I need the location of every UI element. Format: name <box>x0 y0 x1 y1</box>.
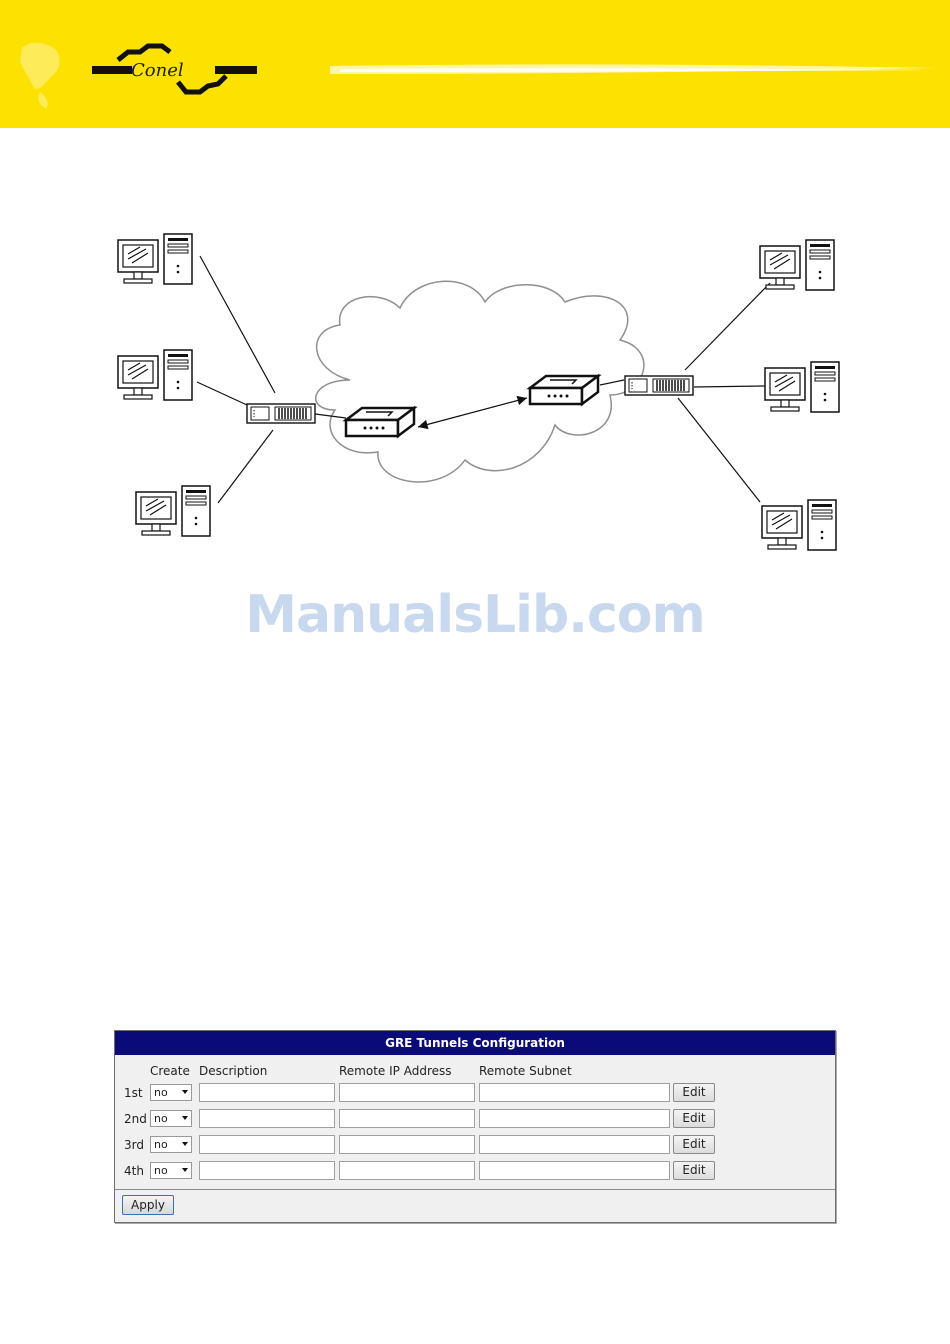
column-header-remote-ip: Remote IP Address <box>339 1064 452 1078</box>
column-header-create: Create <box>150 1064 190 1078</box>
create-select-2[interactable]: no <box>150 1110 192 1127</box>
create-value-4: no <box>154 1164 168 1177</box>
speed-line-graphic <box>330 64 935 74</box>
right-computer-3 <box>762 500 836 550</box>
conel-logo: Conel <box>92 46 257 92</box>
remote-subnet-input-4[interactable] <box>479 1161 670 1180</box>
dropdown-arrow-icon <box>182 1168 188 1172</box>
create-select-1[interactable]: no <box>150 1084 192 1101</box>
left-computer-2 <box>118 350 192 400</box>
world-map-graphic <box>20 43 59 108</box>
remote-ip-input-1[interactable] <box>339 1083 475 1102</box>
header-band: Conel <box>0 0 950 128</box>
description-input-2[interactable] <box>199 1109 335 1128</box>
right-switch <box>625 376 693 395</box>
remote-ip-input-4[interactable] <box>339 1161 475 1180</box>
dropdown-arrow-icon <box>182 1116 188 1120</box>
left-computer-3 <box>136 486 210 536</box>
description-input-1[interactable] <box>199 1083 335 1102</box>
dropdown-arrow-icon <box>182 1142 188 1146</box>
remote-ip-input-2[interactable] <box>339 1109 475 1128</box>
left-router <box>346 408 414 436</box>
left-computer-1 <box>118 234 192 284</box>
watermark: ManualsLib.com <box>0 585 950 645</box>
edit-button-1[interactable]: Edit <box>673 1083 715 1102</box>
panel-divider <box>115 1189 835 1190</box>
remote-ip-input-3[interactable] <box>339 1135 475 1154</box>
description-input-3[interactable] <box>199 1135 335 1154</box>
edit-button-4[interactable]: Edit <box>673 1161 715 1180</box>
description-input-4[interactable] <box>199 1161 335 1180</box>
right-computer-1 <box>760 240 834 290</box>
apply-button[interactable]: Apply <box>122 1195 174 1215</box>
remote-subnet-input-2[interactable] <box>479 1109 670 1128</box>
create-select-4[interactable]: no <box>150 1162 192 1179</box>
right-router <box>530 376 598 404</box>
column-header-description: Description <box>199 1064 267 1078</box>
create-value-2: no <box>154 1112 168 1125</box>
gre-config-panel: GRE Tunnels Configuration Create Descrip… <box>114 1030 836 1223</box>
header-graphics: Conel <box>0 0 950 128</box>
create-value-1: no <box>154 1086 168 1099</box>
remote-subnet-input-3[interactable] <box>479 1135 670 1154</box>
edit-button-2[interactable]: Edit <box>673 1109 715 1128</box>
gre-network-diagram <box>100 220 850 560</box>
remote-subnet-input-1[interactable] <box>479 1083 670 1102</box>
left-switch <box>247 404 315 423</box>
edit-button-3[interactable]: Edit <box>673 1135 715 1154</box>
dropdown-arrow-icon <box>182 1090 188 1094</box>
panel-title: GRE Tunnels Configuration <box>115 1031 835 1055</box>
create-value-3: no <box>154 1138 168 1151</box>
column-header-remote-subnet: Remote Subnet <box>479 1064 572 1078</box>
right-computer-2 <box>765 362 839 412</box>
logo-wordmark: Conel <box>131 60 184 81</box>
create-select-3[interactable]: no <box>150 1136 192 1153</box>
